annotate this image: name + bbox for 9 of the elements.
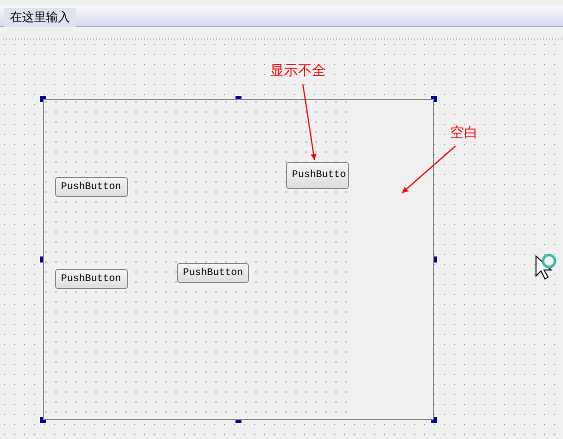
push-button: PushButton [177, 263, 249, 283]
push-button: PushButton [55, 177, 128, 197]
push-button: PushButto [286, 162, 349, 189]
menu-item: 在这里输入 [4, 8, 76, 27]
push-button: PushButton [55, 269, 128, 289]
widget-frame [43, 99, 434, 420]
annotation-text: 空白 [450, 124, 486, 146]
annotation-text: 显示不全 [270, 62, 336, 84]
annotation-arrow [402, 146, 456, 194]
